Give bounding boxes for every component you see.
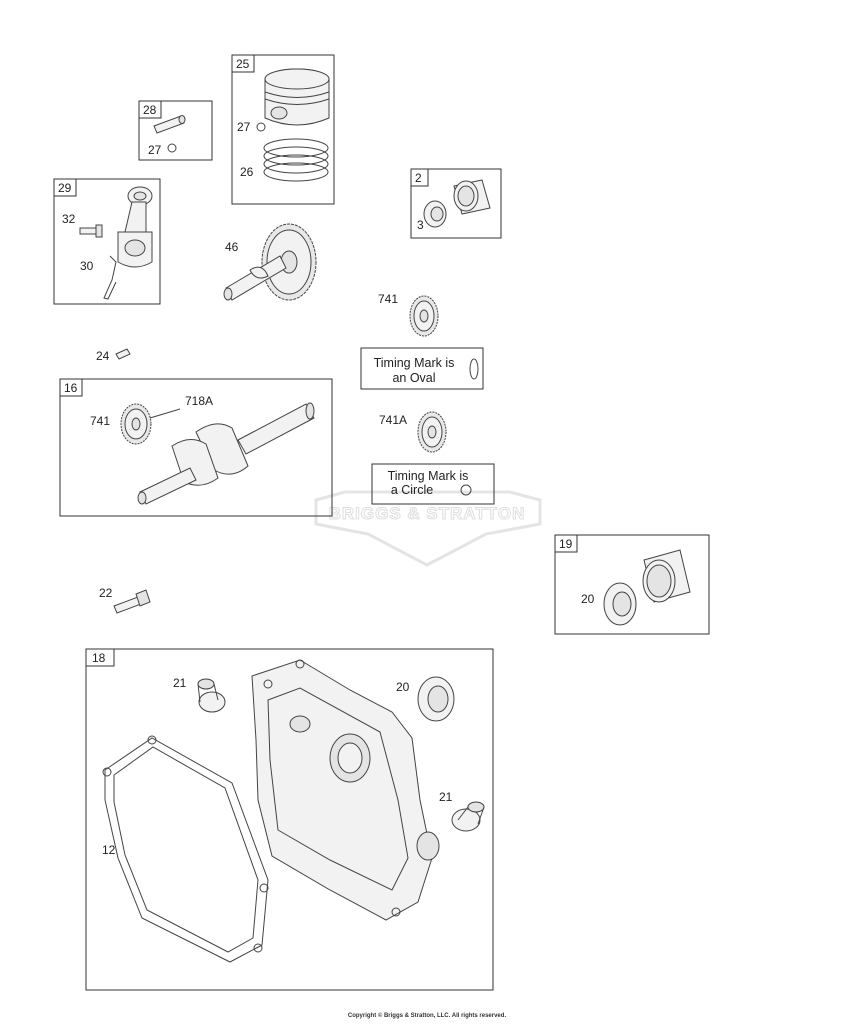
callout-741-crank: 741 xyxy=(90,414,110,428)
box-16-crankshaft: 16 741 718A xyxy=(59,378,333,517)
crank-gear-icon xyxy=(120,403,152,445)
parts-diagram: BRIGGS & STRATTON 25 27 26 28 xyxy=(53,54,710,991)
note-oval-line2: an Oval xyxy=(392,371,435,385)
box-2-bearing: 2 3 xyxy=(410,168,502,239)
callout-26: 26 xyxy=(240,165,254,179)
callout-30: 30 xyxy=(80,259,94,273)
box-label-19: 19 xyxy=(559,537,573,551)
callout-27-box28: 27 xyxy=(148,143,162,157)
callout-21-bottom: 21 xyxy=(439,790,453,804)
gasket-icon xyxy=(102,735,269,963)
box-19-bearing: 19 20 xyxy=(554,534,710,635)
box-label-2: 2 xyxy=(415,171,422,185)
bushing-icon xyxy=(453,179,491,215)
copyright-text: Copyright © Briggs & Stratton, LLC. All … xyxy=(347,1013,507,1019)
timing-gear-circle-icon xyxy=(417,411,447,453)
key-icon xyxy=(115,348,131,360)
piston-pin-clip-icon xyxy=(256,122,266,132)
box-label-28: 28 xyxy=(143,103,157,117)
box-label-29: 29 xyxy=(58,181,72,195)
crankshaft-icon xyxy=(137,402,315,505)
box-label-25: 25 xyxy=(236,57,250,71)
callout-12: 12 xyxy=(102,843,116,857)
box-18-crankcase-cover: 18 21 20 12 xyxy=(85,648,494,991)
callout-32: 32 xyxy=(62,212,76,226)
box-label-18: 18 xyxy=(92,651,106,665)
piston-rings-icon xyxy=(263,138,329,182)
note-circle-line1: Timing Mark is xyxy=(388,469,469,483)
note-oval-box: Timing Mark is an Oval xyxy=(360,347,484,390)
camshaft-icon xyxy=(223,223,317,301)
box-25-piston: 25 27 26 xyxy=(231,54,335,205)
plug-21-bottom-icon xyxy=(451,801,485,832)
note-circle-box: Timing Mark is a Circle xyxy=(371,463,495,505)
oil-dipper-icon xyxy=(103,255,117,300)
connecting-rod-icon xyxy=(117,186,153,268)
callout-20-box18: 20 xyxy=(396,680,410,694)
watermark-logo: BRIGGS & STRATTON xyxy=(314,490,542,567)
watermark-text: BRIGGS & STRATTON xyxy=(329,504,526,523)
box-29-connecting-rod: 29 32 30 xyxy=(53,178,161,305)
callout-27-box25: 27 xyxy=(237,120,251,134)
circle-mark-icon xyxy=(460,484,472,496)
callout-46: 46 xyxy=(225,240,239,254)
seal-icon-19 xyxy=(603,582,637,626)
piston-icon xyxy=(264,68,330,126)
timing-gear-oval-icon xyxy=(409,295,439,337)
callout-21-top: 21 xyxy=(173,676,187,690)
retainer-clip-icon xyxy=(167,143,177,153)
box-label-16: 16 xyxy=(64,381,78,395)
plug-21-top-icon xyxy=(197,678,226,713)
seal-20-icon xyxy=(417,676,455,722)
callout-741A: 741A xyxy=(379,413,407,427)
oval-mark-icon xyxy=(469,358,479,380)
callout-741-top: 741 xyxy=(378,292,398,306)
note-oval-line1: Timing Mark is xyxy=(374,356,455,370)
piston-pin-icon xyxy=(153,115,186,134)
box-28-piston-pin: 28 27 xyxy=(138,100,213,161)
callout-718A: 718A xyxy=(185,394,213,408)
bolt-22-icon xyxy=(113,589,151,614)
bolt-icon xyxy=(79,224,103,238)
bushing-icon-19 xyxy=(642,549,691,603)
callout-24: 24 xyxy=(96,349,110,363)
note-circle-line2: a Circle xyxy=(391,483,433,497)
crankcase-cover-icon xyxy=(251,659,440,921)
leader-718A xyxy=(149,408,181,419)
seal-icon xyxy=(423,200,447,228)
callout-22: 22 xyxy=(99,586,113,600)
callout-20-box19: 20 xyxy=(581,592,595,606)
callout-3: 3 xyxy=(417,218,424,232)
